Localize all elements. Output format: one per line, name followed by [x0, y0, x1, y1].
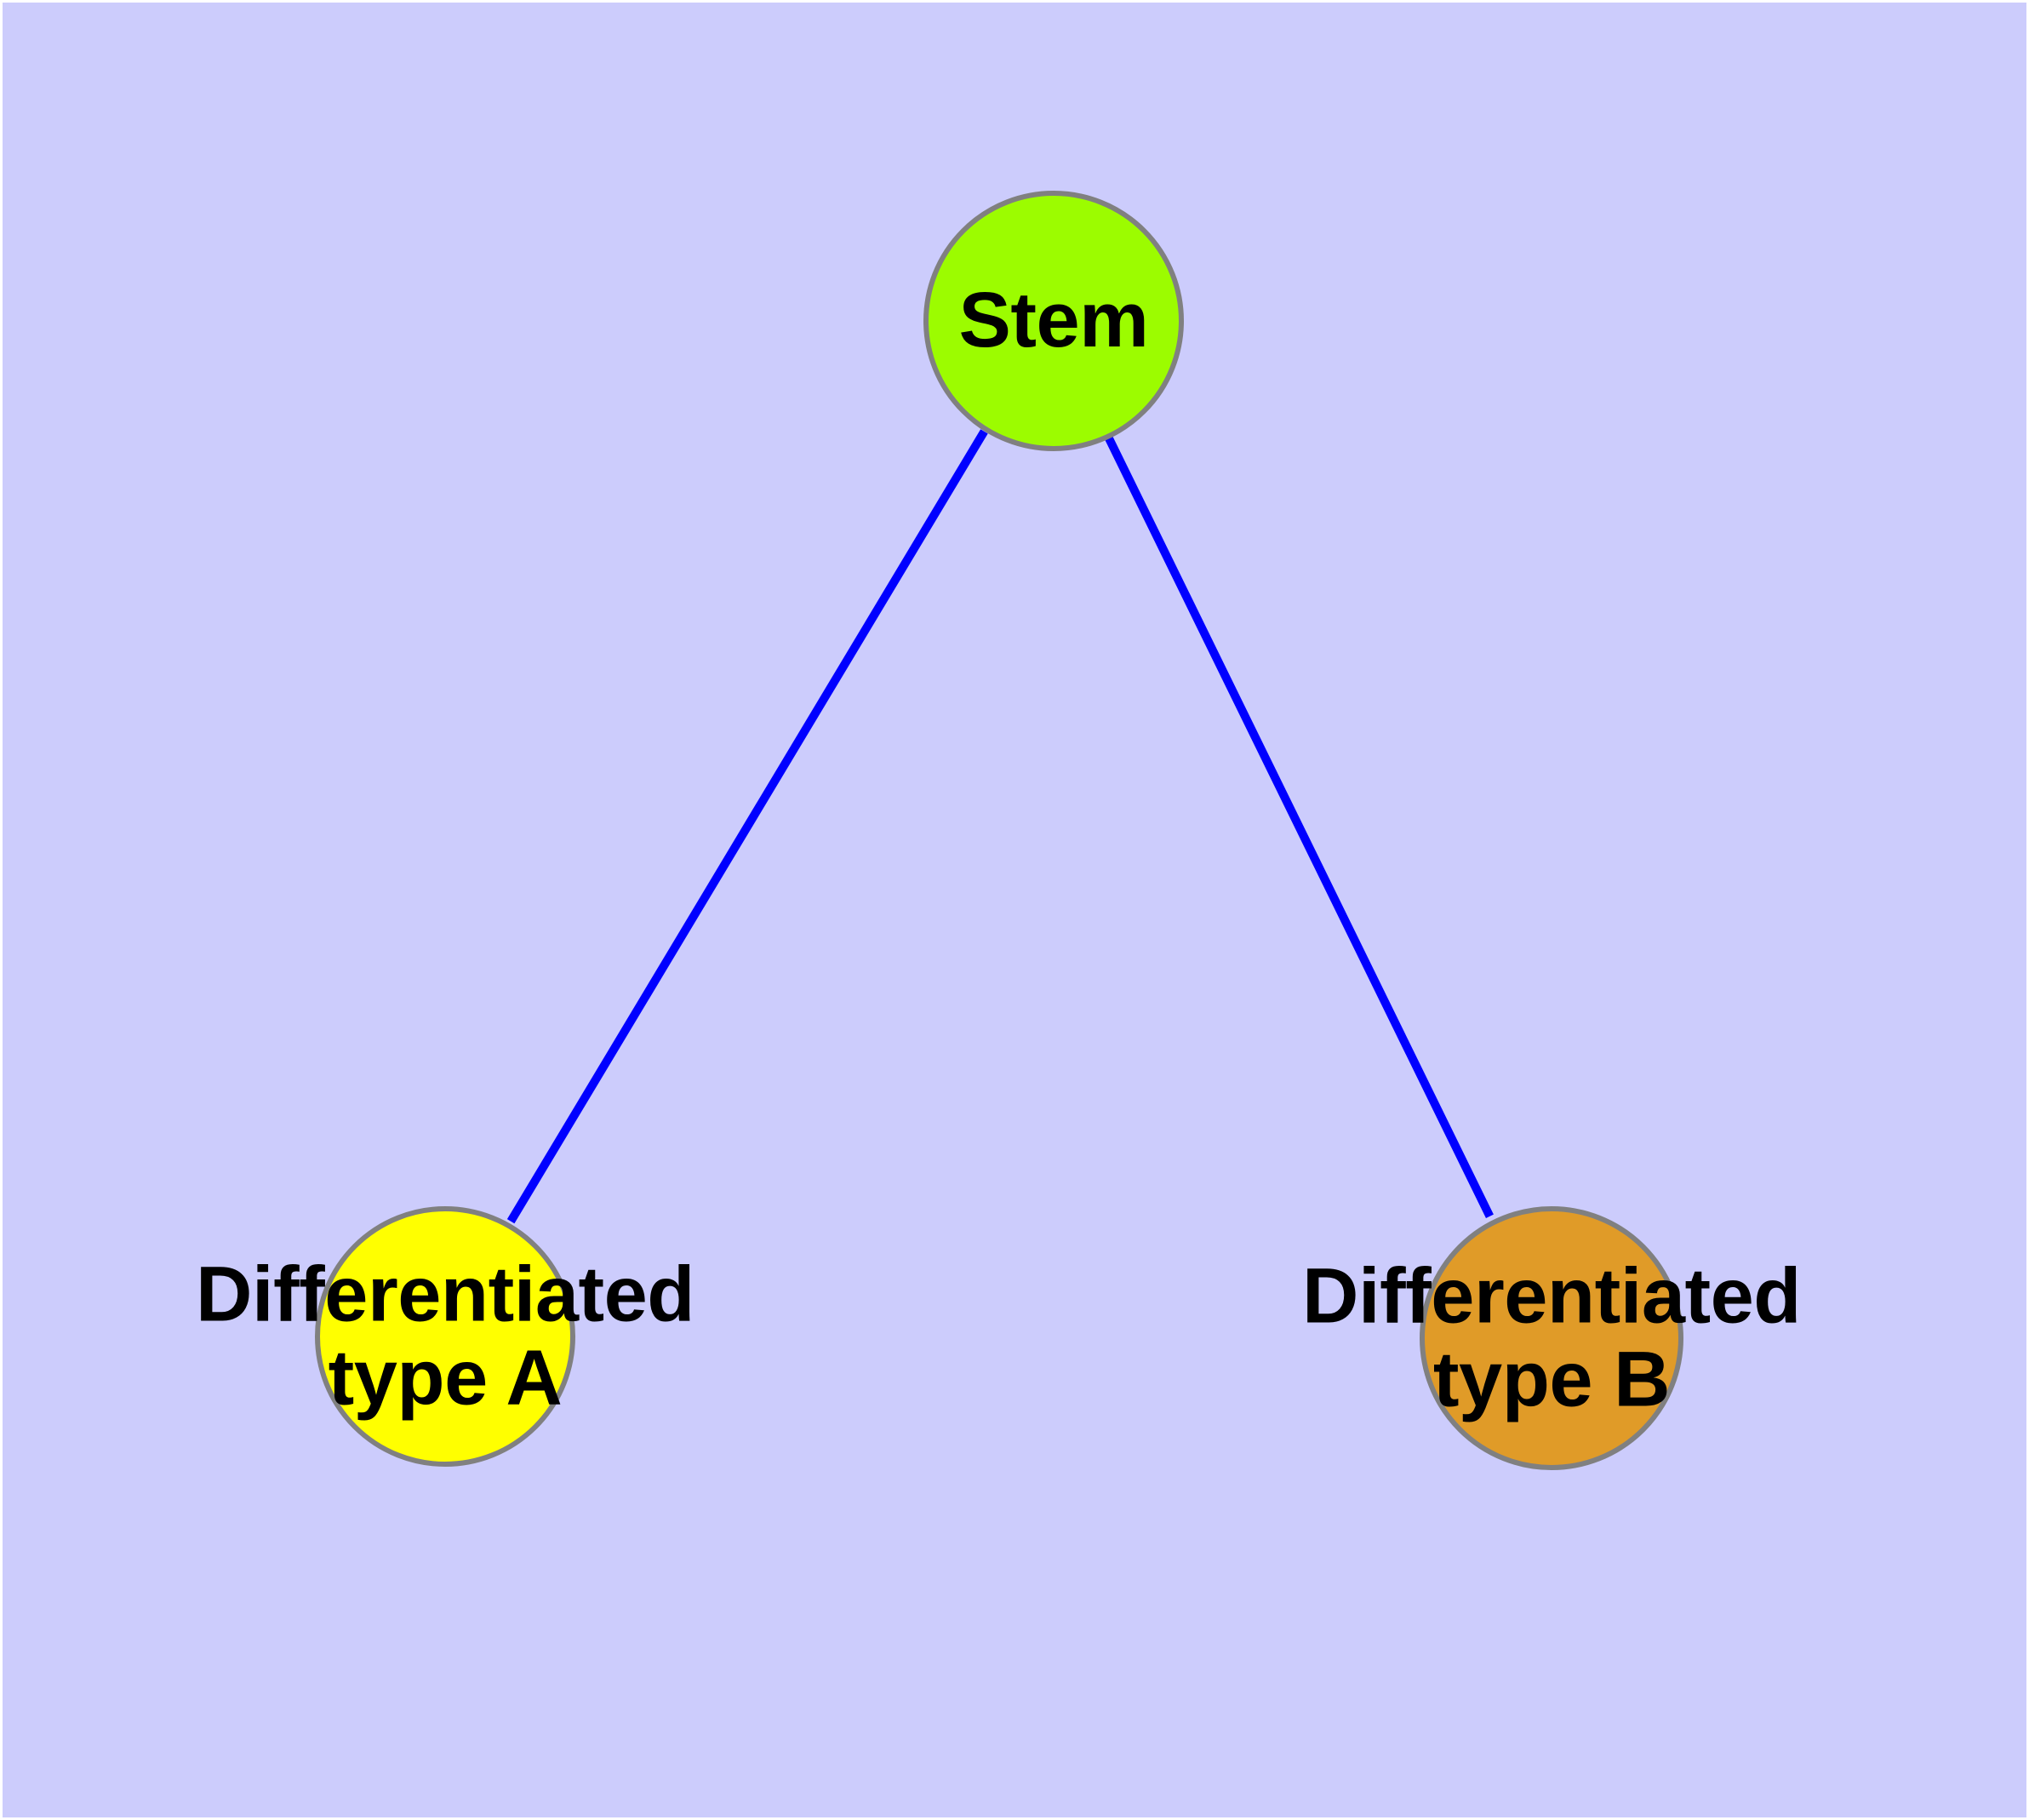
node-layer: Stem Differentiated type A Differentiate… [3, 3, 2026, 1817]
node-stem[interactable]: Stem [923, 191, 1184, 451]
edge-stem-to-diff_b[interactable] [1104, 434, 1494, 1218]
node-differentiated-type-b-label: Differentiated type B [1302, 1252, 1801, 1422]
node-differentiated-type-a-label: Differentiated type A [196, 1251, 694, 1421]
edge-layer [506, 429, 1494, 1224]
node-stem-label: Stem [958, 277, 1149, 364]
node-differentiated-type-b[interactable]: Differentiated type B [1302, 1206, 1801, 1470]
node-differentiated-type-a[interactable]: Differentiated type A [196, 1206, 694, 1467]
edges-group [506, 429, 1494, 1224]
edge-stem-to-diff_a[interactable] [506, 429, 988, 1224]
